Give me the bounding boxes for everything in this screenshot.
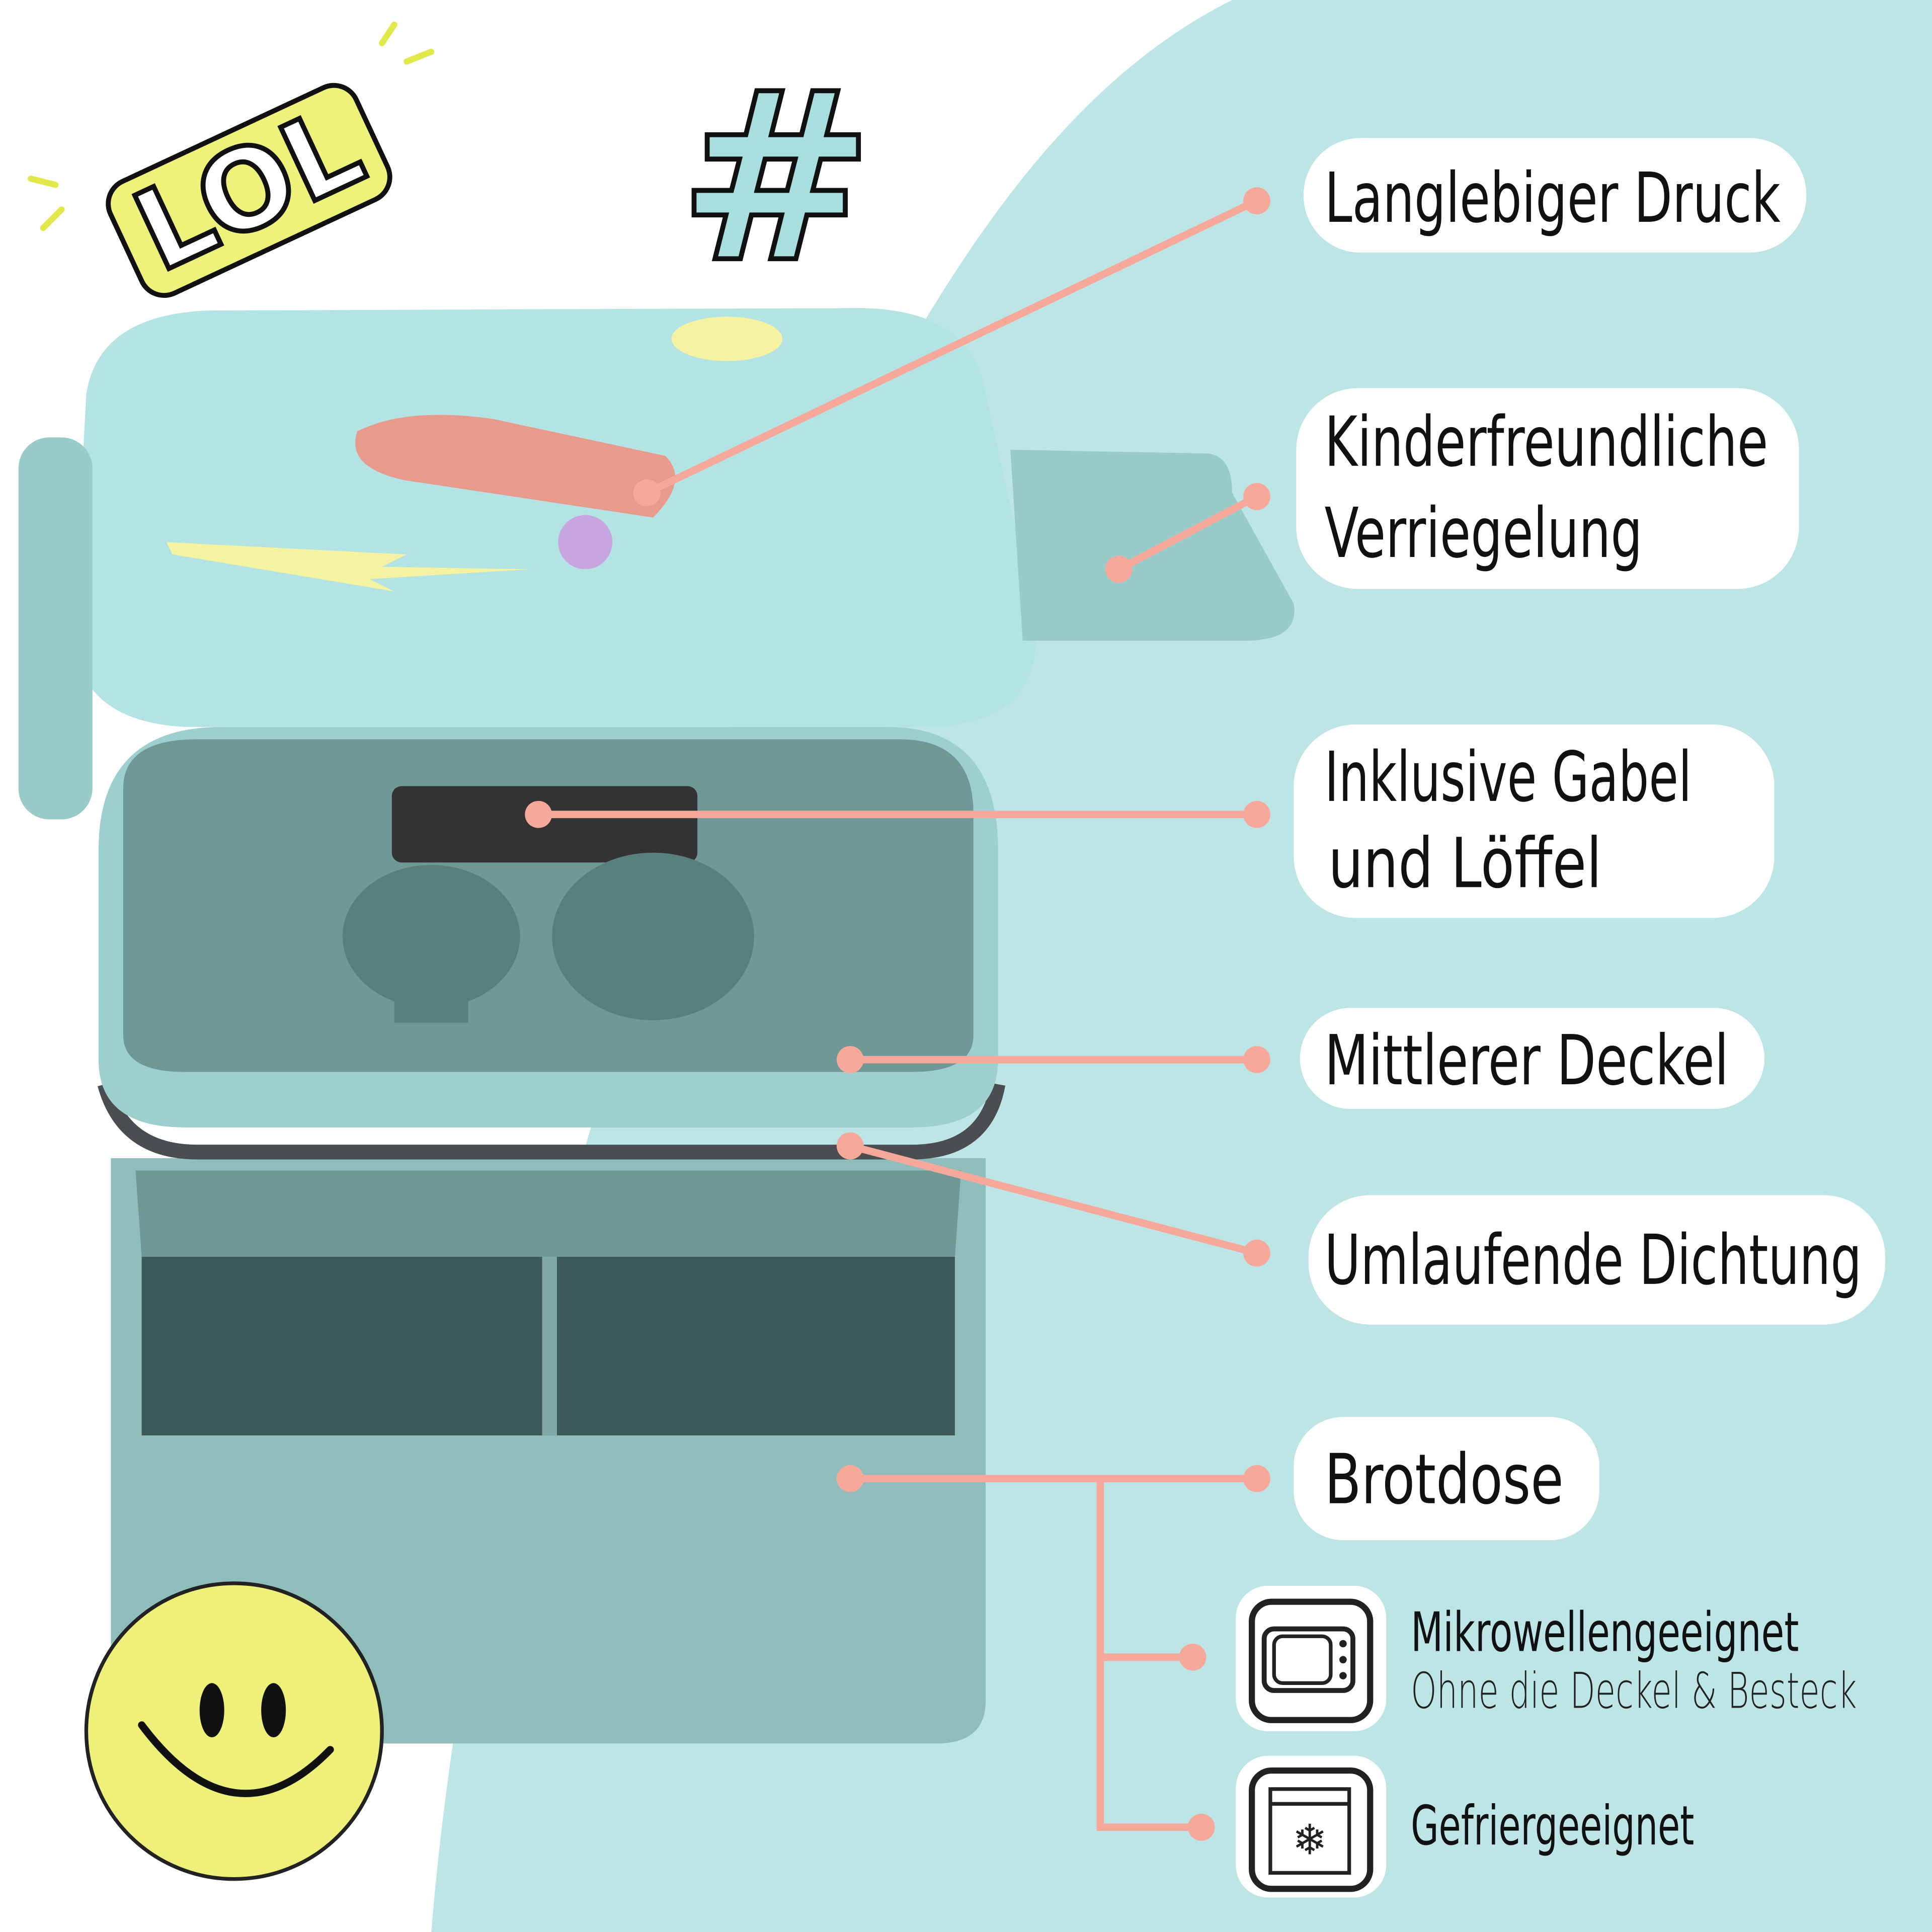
svg-text:Verriegelung: Verriegelung [1325, 494, 1643, 574]
connector-dots [525, 187, 1270, 1841]
feature-cutlery: Inklusive Gabel und Löffel [1294, 725, 1775, 918]
svg-text:Umlaufende Dichtung: Umlaufende Dichtung [1325, 1221, 1862, 1301]
microwave-icon [1236, 1585, 1387, 1731]
svg-text:Mittlerer Deckel: Mittlerer Deckel [1325, 1021, 1729, 1101]
sparkle-icon [28, 21, 435, 231]
feature-middle-lid: Mittlerer Deckel [1300, 1008, 1764, 1109]
freezer-icon: ❄ [1236, 1755, 1387, 1898]
microwave-subtitle: Ohne die Deckel & Besteck [1411, 1662, 1857, 1720]
lunchbox-image [18, 308, 1295, 1744]
svg-text:Langlebiger Druck: Langlebiger Druck [1325, 158, 1781, 238]
svg-text:LOL: LOL [116, 82, 381, 296]
feature-lunchbox: Brotdose [1294, 1417, 1599, 1541]
feature-seal: Umlaufende Dichtung [1308, 1195, 1885, 1325]
svg-text:❄: ❄ [1292, 1816, 1327, 1865]
freezer-title: Gefriergeeignet [1411, 1795, 1694, 1858]
svg-text:Brotdose: Brotdose [1325, 1440, 1564, 1520]
smiley-face [84, 1581, 384, 1881]
seal [97, 1082, 1006, 1160]
connectors [538, 197, 1259, 1831]
svg-text:Kinderfreundliche: Kinderfreundliche [1325, 403, 1768, 482]
svg-text:Inklusive Gabel: Inklusive Gabel [1325, 738, 1692, 818]
microwave-title: Mikrowellengeeignet [1411, 1601, 1799, 1664]
feature-child-lock: Kinderfreundliche Verriegelung [1296, 388, 1799, 589]
feature-durable-print: Langlebiger Druck [1304, 138, 1807, 253]
lol-sticker: LOL [106, 79, 392, 299]
svg-text:und Löffel: und Löffel [1328, 824, 1602, 904]
top-lid [73, 308, 1036, 727]
hashtag-sticker: # [678, 41, 874, 314]
